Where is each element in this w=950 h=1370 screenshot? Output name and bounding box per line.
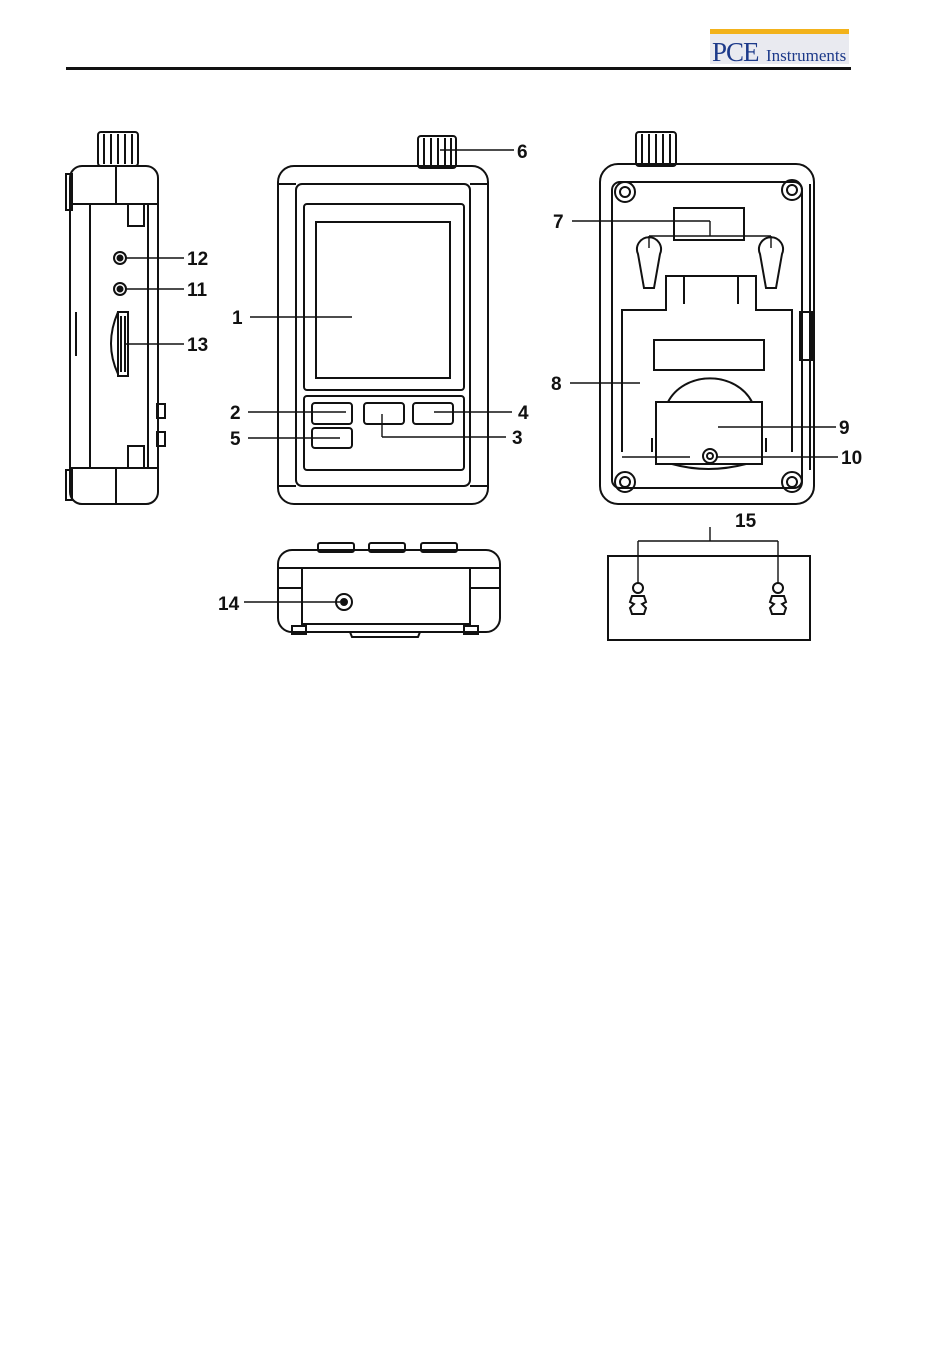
back-view xyxy=(600,132,814,504)
callout-3: 3 xyxy=(512,428,523,449)
callout-5: 5 xyxy=(230,429,241,450)
callout-7: 7 xyxy=(553,212,564,233)
callout-10: 10 xyxy=(841,448,862,469)
bottom-view xyxy=(278,543,500,637)
callout-4: 4 xyxy=(518,403,529,424)
front-view xyxy=(278,136,488,504)
leader-lines xyxy=(126,150,838,602)
callout-11: 11 xyxy=(187,280,208,301)
side-view xyxy=(66,132,165,504)
callout-15: 15 xyxy=(735,511,757,532)
callout-2: 2 xyxy=(230,403,241,424)
callout-13: 13 xyxy=(187,335,208,356)
callout-1: 1 xyxy=(232,308,243,329)
callout-14: 14 xyxy=(218,594,240,615)
callout-9: 9 xyxy=(839,418,850,439)
callout-12: 12 xyxy=(187,249,208,270)
callout-6: 6 xyxy=(517,142,528,163)
callout-8: 8 xyxy=(551,374,562,395)
callout-labels: 1 2 3 4 5 6 7 8 9 10 11 12 13 14 15 xyxy=(187,142,862,615)
